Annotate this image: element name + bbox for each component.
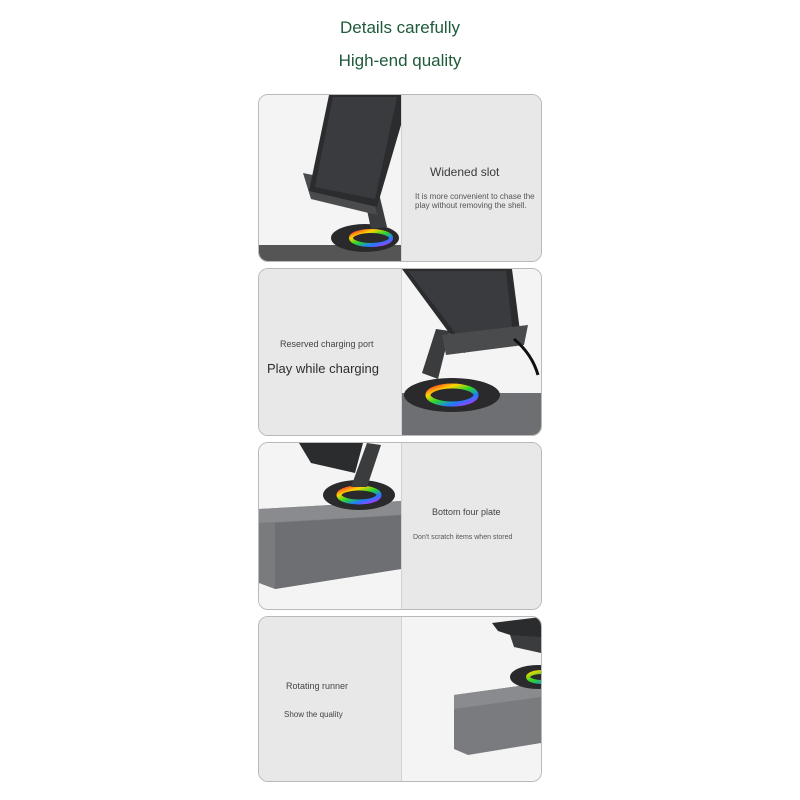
phone-stand-rotating-icon [402,617,541,781]
feature-title: Bottom four plate [432,507,501,517]
feature-description: It is more convenient to chase the play … [415,192,535,210]
feature-title: Widened slot [430,165,500,179]
text-pane: Widened slot It is more convenient to ch… [402,95,541,261]
card-divider [401,443,402,609]
phone-stand-slot-icon [259,95,401,261]
feature-title: Reserved charging port [280,339,374,349]
feature-card-charging-port: Reserved charging port Play while chargi… [258,268,542,436]
feature-card-widened-slot: Widened slot It is more convenient to ch… [258,94,542,262]
phone-stand-base-icon [259,443,401,609]
card-divider [401,617,402,781]
feature-card-bottom-plate: Bottom four plate Don't scratch items wh… [258,442,542,610]
phone-stand-cable-icon [402,269,541,435]
feature-title: Rotating runner [286,681,349,691]
feature-card-rotating-runner: Rotating runner Show the quality [258,616,542,782]
text-pane: Rotating runner Show the quality [259,617,401,781]
card-divider [401,95,402,261]
text-pane: Reserved charging port Play while chargi… [259,269,401,435]
heading-details: Details carefully [340,18,460,37]
feature-subtitle: Play while charging [267,361,380,376]
heading-quality: High-end quality [338,51,462,70]
card-divider [401,269,402,435]
feature-description: Don't scratch items when stored [413,534,513,541]
feature-description: Show the quality [284,710,343,719]
text-pane: Bottom four plate Don't scratch items wh… [402,443,541,609]
